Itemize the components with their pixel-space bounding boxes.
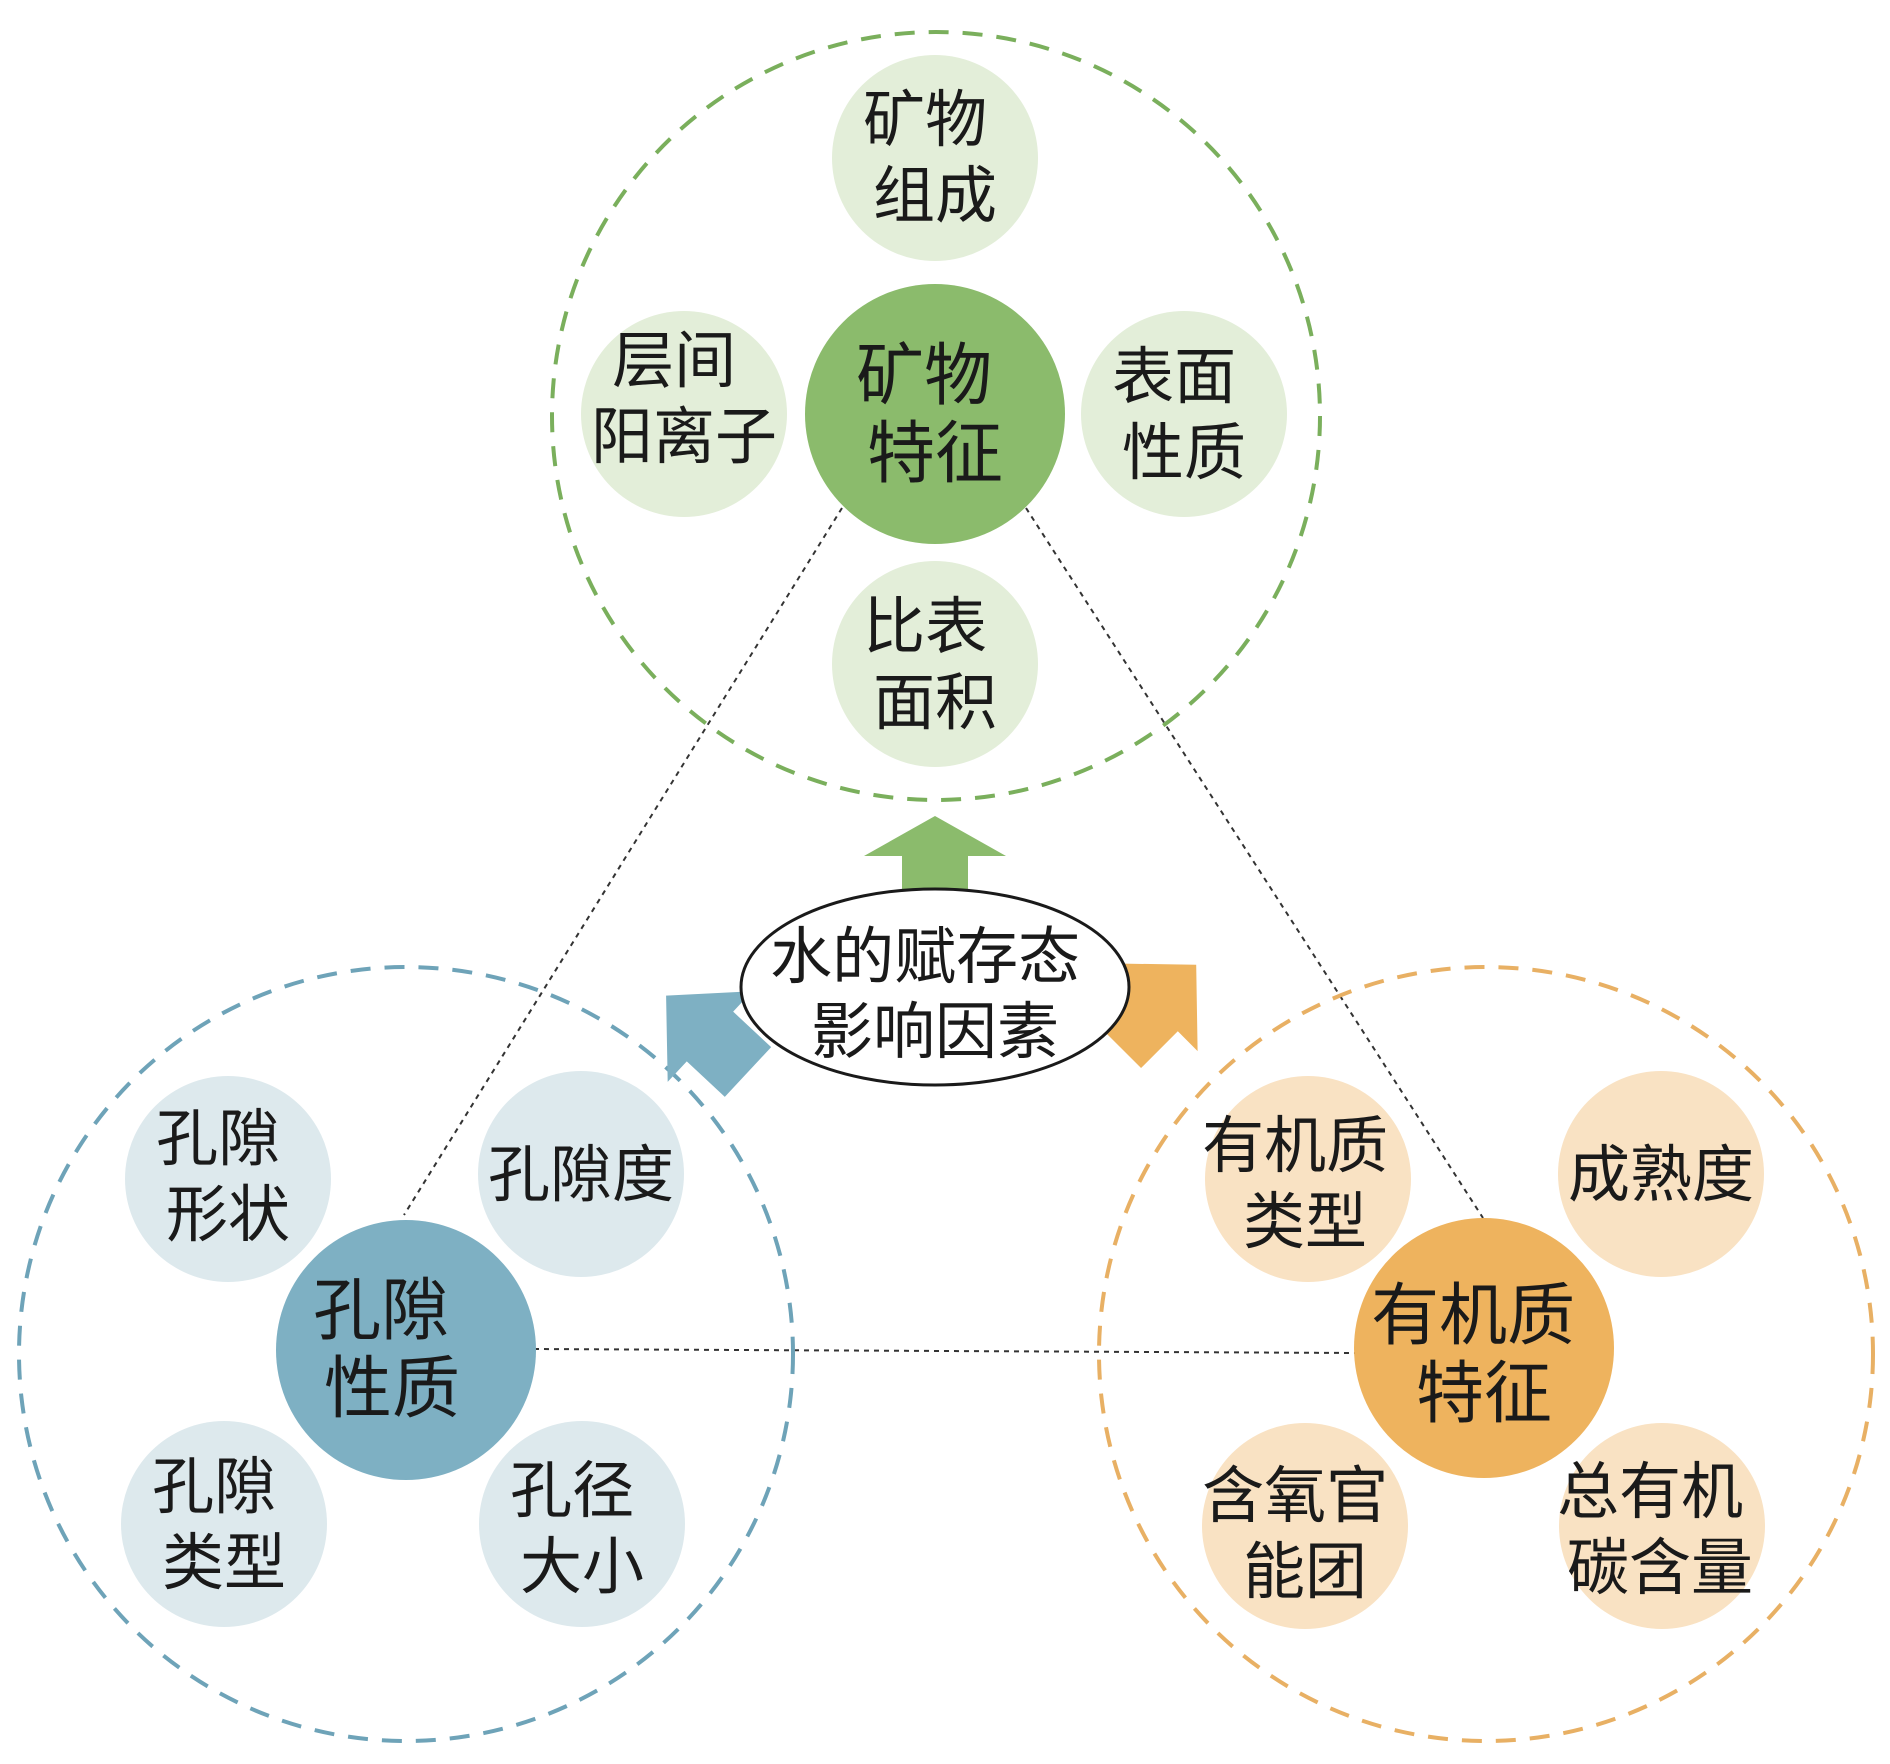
- arrow-to-mineral-icon: [864, 816, 1006, 900]
- pore-factor-pore-shape: 孔隙 形状: [125, 1076, 331, 1282]
- organic-factor-oxygen-functional-groups-label: 含氧官 能团: [1202, 1459, 1408, 1608]
- mineral-factor-specific-surface-area-bubble: [832, 561, 1038, 767]
- organic-main-label: 有机质 特征: [1371, 1277, 1597, 1434]
- mineral-factor-specific-surface-area: 比表 面积: [832, 561, 1038, 767]
- arrow-to-pore-body-icon: [666, 991, 772, 1097]
- pore-factor-pore-size-bubble: [479, 1421, 685, 1627]
- organic-cluster-boundary: [1097, 965, 1875, 1743]
- mineral-main-bubble: [805, 284, 1065, 544]
- organic-factor-toc-bubble: [1559, 1423, 1765, 1629]
- pore-factor-pore-size-label: 孔径 大小: [510, 1454, 654, 1603]
- mineral-main-label: 矿物 特征: [856, 337, 1014, 494]
- arrow-to-organic-shape: [1092, 963, 1198, 1069]
- organic-factor-organic-type-label: 有机质 类型: [1202, 1109, 1408, 1258]
- pore-main-label: 孔隙 性质: [313, 1272, 471, 1429]
- pore-factor-porosity-bubble: [478, 1071, 684, 1277]
- mineral-factor-interlayer-cations-bubble: [581, 311, 787, 517]
- organic-factor-toc: 总有机 碳含量: [1557, 1423, 1765, 1629]
- organic-main-node: 有机质 特征: [1354, 1218, 1614, 1478]
- pore-cluster-boundary: [17, 965, 795, 1743]
- mineral-factor-surface-properties-label: 表面 性质: [1112, 340, 1256, 489]
- organic-factor-maturity-bubble: [1558, 1071, 1764, 1277]
- organic-main-bubble: [1354, 1218, 1614, 1478]
- pore-main-node: 孔隙 性质: [276, 1220, 536, 1480]
- pore-factor-pore-shape-label: 孔隙 形状: [156, 1102, 300, 1251]
- organic-factor-organic-type-bubble: [1205, 1076, 1411, 1282]
- arrow-to-organic-body-icon: [1092, 963, 1198, 1069]
- organic-factor-maturity-label: 成熟度: [1568, 1138, 1754, 1211]
- pore-main-bubble: [276, 1220, 536, 1480]
- center-label: 水的赋存态 影响因素: [770, 920, 1100, 1068]
- mineral-factor-surface-properties: 表面 性质: [1081, 311, 1287, 517]
- mineral-factor-interlayer-cations: 层间 阳离子: [581, 311, 787, 517]
- connector-mineral-organic: [1025, 507, 1484, 1219]
- pore-factor-pore-shape-bubble: [125, 1076, 331, 1282]
- center-ellipse: [739, 887, 1131, 1087]
- organic-factor-toc-label: 总有机 碳含量: [1557, 1455, 1763, 1604]
- center-node: 水的赋存态 影响因素: [739, 887, 1131, 1087]
- organic-factor-organic-type: 有机质 类型: [1202, 1076, 1411, 1282]
- pore-factor-pore-type-label: 孔隙 类型: [152, 1450, 296, 1599]
- pore-factor-pore-type: 孔隙 类型: [121, 1421, 327, 1627]
- arrow-to-pore-shape: [666, 991, 772, 1097]
- pore-factor-porosity-label: 孔隙度: [488, 1138, 674, 1211]
- organic-factor-maturity: 成熟度: [1558, 1071, 1764, 1277]
- mineral-factor-composition: 矿物 组成: [832, 55, 1038, 261]
- mineral-factor-composition-label: 矿物 组成: [863, 83, 1007, 232]
- mineral-factor-specific-surface-area-label: 比表 面积: [863, 590, 1007, 739]
- connector-mineral-pore: [403, 507, 843, 1216]
- mineral-factor-interlayer-cations-label: 层间 阳离子: [591, 324, 777, 473]
- mineral-cluster-boundary: [550, 30, 1322, 802]
- pore-factor-pore-size: 孔径 大小: [479, 1421, 685, 1627]
- mineral-factor-composition-bubble: [832, 55, 1038, 261]
- pore-factor-porosity: 孔隙度: [478, 1071, 684, 1277]
- mineral-main-node: 矿物 特征: [805, 284, 1065, 544]
- pore-factor-pore-type-bubble: [121, 1421, 327, 1627]
- organic-factor-oxygen-functional-groups: 含氧官 能团: [1202, 1423, 1408, 1629]
- organic-factor-oxygen-functional-groups-bubble: [1202, 1423, 1408, 1629]
- connector-pore-organic: [533, 1348, 1357, 1354]
- mineral-factor-surface-properties-bubble: [1081, 311, 1287, 517]
